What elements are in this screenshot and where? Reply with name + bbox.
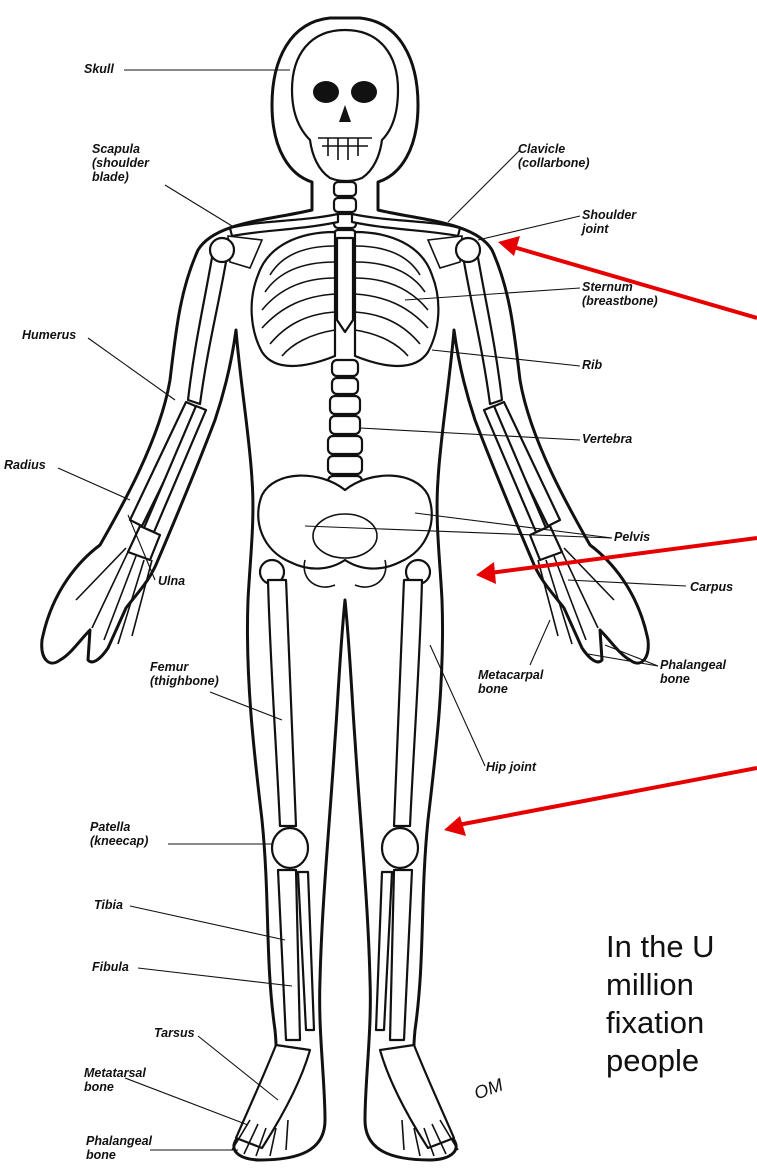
label-pelvis: Pelvis [614, 530, 650, 544]
label-ulna: Ulna [158, 574, 185, 588]
label-phalangeal-foot: Phalangeal bone [86, 1134, 152, 1162]
label-skull: Skull [84, 62, 114, 76]
label-clavicle: Clavicle (collarbone) [518, 142, 590, 170]
label-metatarsal: Metatarsal bone [84, 1066, 146, 1094]
label-femur: Femur (thighbone) [150, 660, 219, 688]
label-radius: Radius [4, 458, 46, 472]
label-sternum: Sternum (breastbone) [582, 280, 658, 308]
overlay-note-text: In the U million fixation people [606, 928, 757, 1080]
label-carpus: Carpus [690, 580, 733, 594]
label-scapula: Scapula (shoulder blade) [92, 142, 149, 184]
label-humerus: Humerus [22, 328, 76, 342]
label-rib: Rib [582, 358, 602, 372]
label-patella: Patella (kneecap) [90, 820, 148, 848]
label-metacarpal: Metacarpal bone [478, 668, 543, 696]
label-shoulder-joint: Shoulder joint [582, 208, 636, 236]
label-hip-joint: Hip joint [486, 760, 536, 774]
label-tibia: Tibia [94, 898, 123, 912]
label-fibula: Fibula [92, 960, 129, 974]
label-phalangeal-hand: Phalangeal bone [660, 658, 726, 686]
label-vertebra: Vertebra [582, 432, 632, 446]
label-tarsus: Tarsus [154, 1026, 195, 1040]
